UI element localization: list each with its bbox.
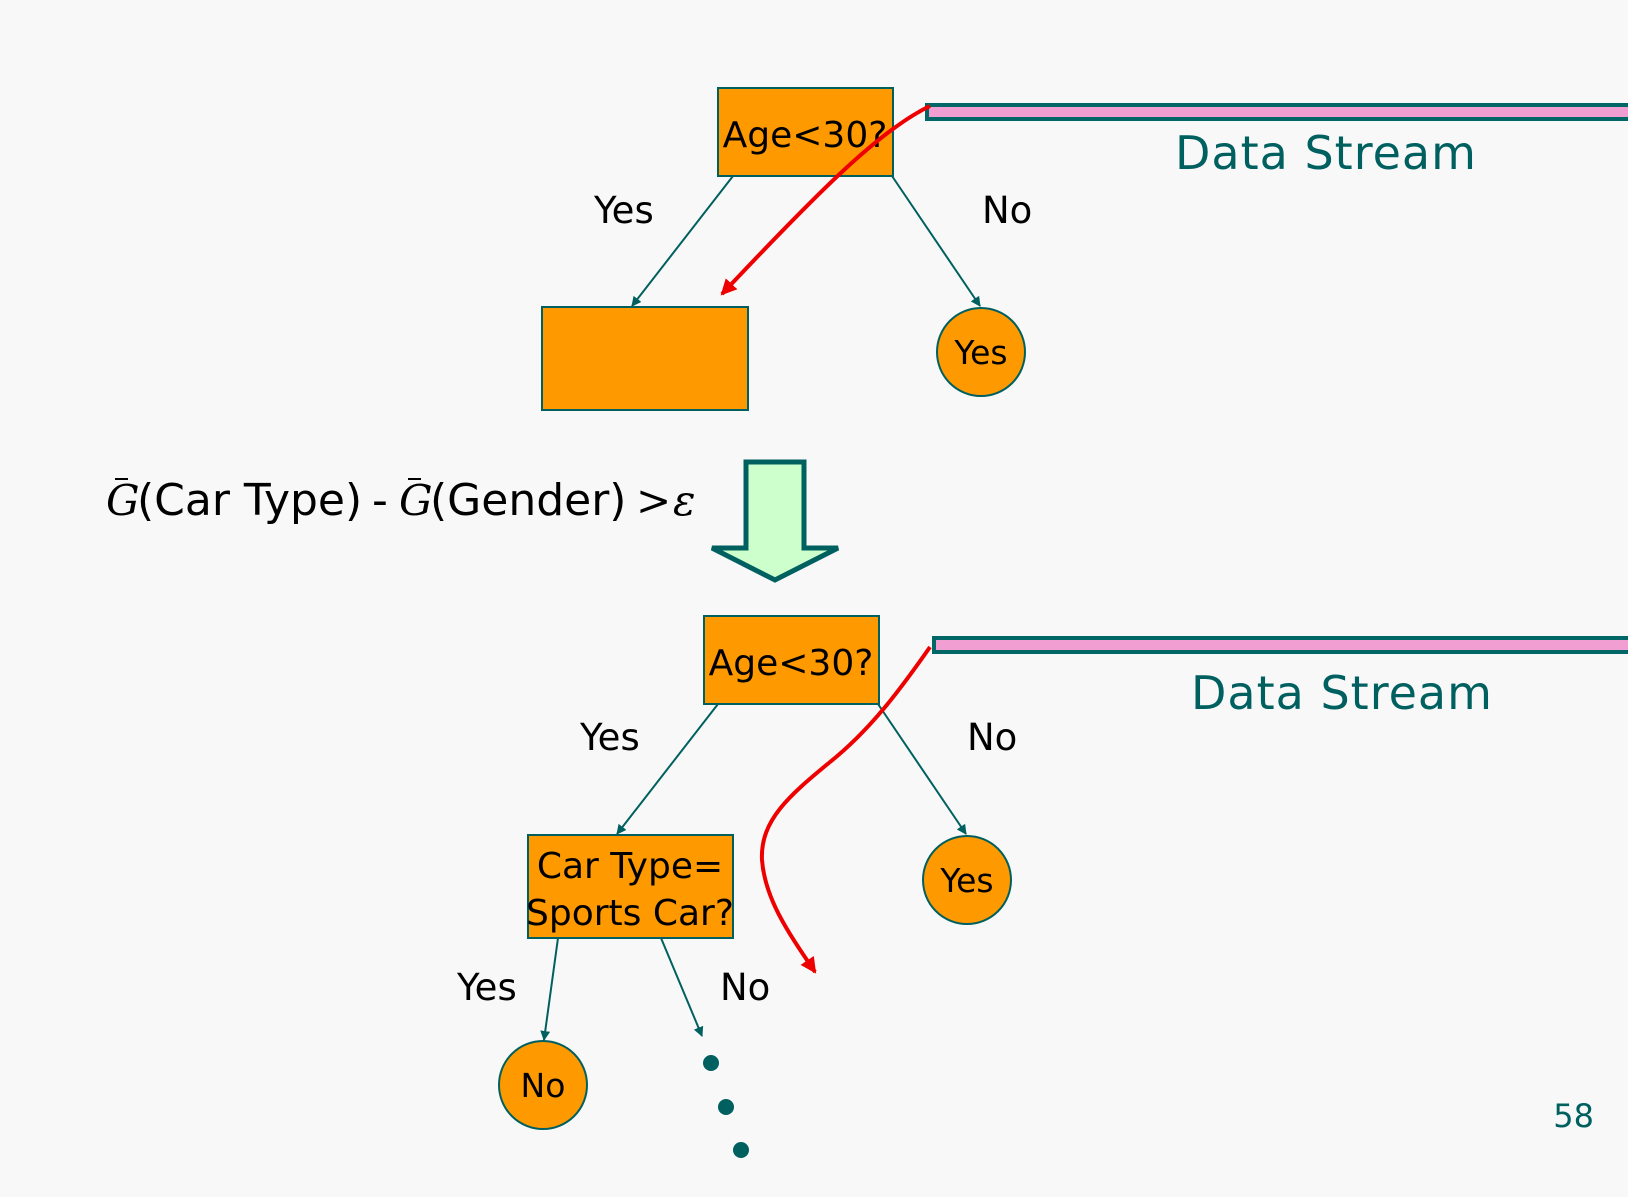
- root-node-top-label: Age<30?: [723, 115, 888, 156]
- edge-label-bottom-no: No: [967, 716, 1017, 759]
- empty-leaf-node-top: [541, 306, 749, 411]
- formula-greater-than: >: [636, 476, 671, 525]
- data-stream-label-top: Data Stream: [1175, 126, 1477, 180]
- edge-label-top-yes: Yes: [593, 189, 654, 232]
- page-number: 58: [1553, 1097, 1594, 1135]
- leaf-yes-node-bottom: [922, 835, 1012, 925]
- split-node-label-line1: Car Type=: [537, 846, 723, 887]
- formula-epsilon: ε: [673, 476, 696, 525]
- down-arrow: [710, 459, 840, 583]
- edge-split-yes: [540, 937, 559, 1041]
- leaf-yes-node-top: [936, 307, 1026, 397]
- flow-arrow-bottom: [759, 645, 932, 974]
- edge-split-no: [660, 937, 704, 1037]
- data-stream-bar-top: [925, 103, 1628, 121]
- data-stream-label-bottom: Data Stream: [1191, 666, 1493, 720]
- split-node-car-type: [527, 834, 734, 939]
- edge-label-split-yes: Yes: [456, 966, 517, 1009]
- data-stream-bar-bottom: [932, 636, 1628, 654]
- ellipsis-dot-2: [718, 1099, 734, 1115]
- root-node-bottom: [703, 615, 880, 705]
- gain-difference-formula: G (Car Type) - G (Gender) > ε: [106, 475, 696, 526]
- formula-term-gender: (Gender): [430, 475, 626, 526]
- root-node-bottom-label: Age<30?: [709, 643, 874, 684]
- flow-arrow-top: [720, 104, 931, 296]
- edge-top-no: [891, 175, 981, 307]
- split-node-label-line2: Sports Car?: [526, 893, 734, 934]
- root-node-top: [717, 87, 894, 177]
- formula-term-car-type: (Car Type): [137, 475, 362, 526]
- edge-label-bottom-yes: Yes: [579, 716, 640, 759]
- g-bar-symbol-1: G: [106, 476, 140, 525]
- edge-bottom-yes: [616, 703, 719, 835]
- edge-label-top-no: No: [982, 189, 1032, 232]
- ellipsis-dot-1: [703, 1055, 719, 1071]
- leaf-no-node-label: No: [521, 1066, 566, 1105]
- ellipsis-dot-3: [733, 1142, 749, 1158]
- leaf-yes-node-bottom-label: Yes: [939, 861, 993, 900]
- edge-top-yes: [631, 175, 734, 307]
- leaf-no-node: [498, 1040, 588, 1130]
- g-bar-symbol-2: G: [399, 476, 433, 525]
- edge-bottom-no: [877, 703, 967, 835]
- leaf-yes-node-top-label: Yes: [953, 333, 1007, 372]
- formula-minus: -: [372, 475, 388, 526]
- edge-label-split-no: No: [720, 966, 770, 1009]
